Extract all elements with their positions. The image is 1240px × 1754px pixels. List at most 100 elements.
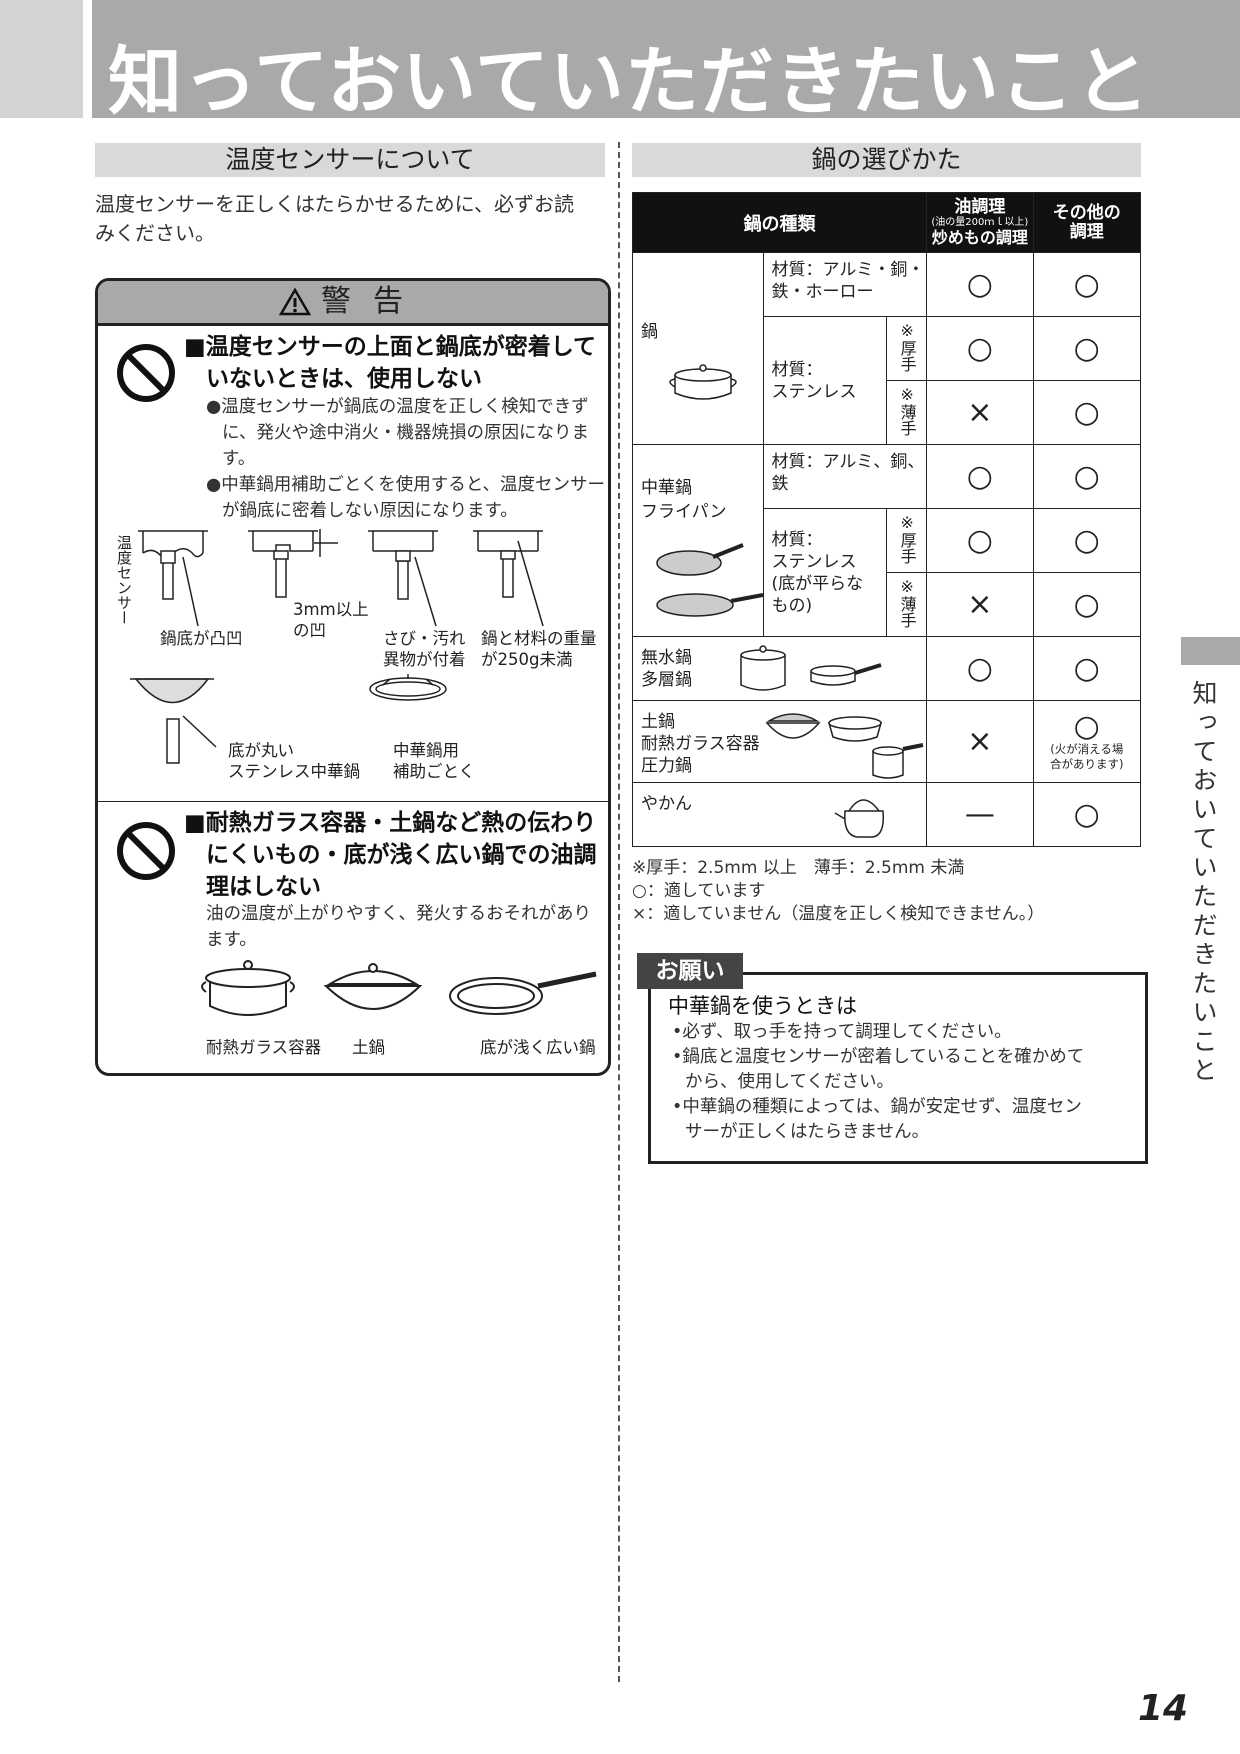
mark-ng: × [926, 572, 1034, 637]
thick-label: ※厚手 [897, 513, 917, 564]
mark-ok: ○ [1032, 316, 1142, 381]
warning-box: 警告 ■温度センサーの上面と鍋底が密着して いないときは、使用しない ●温度セン… [95, 278, 611, 1076]
mark-ng: × [926, 380, 1034, 445]
mark-ok: ○ [1032, 252, 1142, 317]
warning-header: 警告 [98, 281, 608, 326]
mark-ok: ○ [926, 636, 1034, 701]
prohibition-icon [117, 822, 175, 880]
group-pot: 鍋 [632, 252, 764, 445]
wok-material-2-l3: (底が平らな [771, 574, 864, 594]
group-pot-label: 鍋 [641, 322, 658, 342]
col-header-oil: 油調理 (油の量200ｍｌ以上) 炒めもの調理 [926, 192, 1034, 253]
mark-ok: ○ [1032, 782, 1142, 847]
group-donabe-l3: 圧力鍋 [641, 756, 692, 776]
mark-ng: × [926, 700, 1034, 783]
request-bullet-2-2: から、使用してください。 [685, 1072, 894, 1092]
mark-ok: ○ [1073, 708, 1100, 744]
donabe-pressure-pot-icon [765, 713, 924, 779]
group-waterless-l2: 多層鍋 [641, 670, 692, 690]
diagram5-caption-2: ステンレス中華鍋 [228, 762, 360, 781]
warning1-bullet1-2: に、発火や途中消火・機器焼損の原因になりま [222, 423, 589, 443]
note-ok: ○：適しています [632, 881, 766, 901]
request-bullet-2-1: •鍋底と温度センサーが密着していることを確かめて [672, 1047, 1085, 1067]
group-donabe: 土鍋 耐熱ガラス容器 圧力鍋 [631, 700, 928, 783]
unsuitable-pots-illustration [201, 960, 597, 1016]
warning1-bullet1-1: ●温度センサーが鍋底の温度を正しく検知できず [206, 397, 589, 417]
request-bullet-1: •必ず、取っ手を持って調理してください。 [672, 1022, 1012, 1042]
kettle-icon [834, 799, 885, 838]
col-oil-2: (油の量200ｍｌ以上) [931, 217, 1029, 228]
pot-material-2-l1: 材質： [771, 359, 823, 380]
diagram3-caption-1: さび・汚れ [383, 629, 466, 648]
mark-ok: ○ [926, 508, 1034, 573]
request-tab: お願い [637, 953, 743, 989]
pot-icon [669, 364, 737, 400]
warning2-desc-2: ます。 [206, 930, 257, 950]
warning1-bullet2-1: ●中華鍋用補助ごとくを使用すると、温度センサー [206, 475, 606, 495]
side-index-tab [1181, 637, 1240, 665]
mark-ok: ○ [1032, 572, 1142, 637]
warning1-title-1: ■温度センサーの上面と鍋底が密着して [184, 334, 597, 360]
col-header-type: 鍋の種類 [631, 192, 928, 253]
pot-material-1-l2: 鉄・ホーロー [771, 282, 874, 302]
col-header-other: その他の 調理 [1032, 192, 1142, 253]
group-donabe-l1: 土鍋 [641, 712, 675, 732]
group-kettle: やかん [631, 782, 928, 847]
column-divider [618, 142, 620, 1682]
diagram4-caption-1: 鍋と材料の重量 [481, 629, 597, 648]
group-wok-l1: 中華鍋 [641, 478, 692, 498]
pot-material-1: 材質：アルミ・銅・ 鉄・ホーロー [762, 252, 928, 317]
multilayer-pot-icon [740, 645, 882, 691]
page-title: 知っておいていただきたいこと [108, 39, 1150, 125]
diagram1-caption: 鍋底が凸凹 [160, 629, 243, 648]
wok-material-2-l1: 材質： [771, 530, 823, 550]
thin-label: ※薄手 [897, 577, 917, 628]
pot-material-2: 材質： ステンレス [762, 316, 887, 445]
mark-na: — [926, 782, 1034, 847]
group-wok-l2: フライパン [641, 502, 727, 522]
header-bar [92, 0, 1240, 118]
donabe-other-cell: ○ (火が消える場 合があります) [1032, 700, 1142, 783]
warning1-title-2: いないときは、使用しない [206, 366, 482, 392]
group-waterless: 無水鍋 多層鍋 [631, 636, 928, 701]
wok-material-1-l1: 材質：アルミ、銅、 [771, 452, 925, 472]
mark-ok: ○ [926, 316, 1034, 381]
table-notes: ※厚手：2.5mm 以上 薄手：2.5mm 未満 ○：適しています ×：適してい… [632, 857, 1044, 926]
col-other-1: その他の [1052, 202, 1121, 223]
wok-material-1-l2: 鉄 [771, 474, 789, 494]
page-number: 14 [1138, 1688, 1189, 1729]
mark-ok: ○ [926, 252, 1034, 317]
pot-caption-glass: 耐熱ガラス容器 [206, 1038, 322, 1057]
warning-triangle-icon [278, 287, 312, 316]
group-wok: 中華鍋 フライパン [632, 444, 764, 637]
warning1-bullet1-3: す。 [222, 449, 256, 469]
wok-material-2-l4: もの) [771, 596, 813, 616]
wok-material-2: 材質： ステンレス (底が平らな もの) [762, 508, 887, 637]
mark-ok: ○ [926, 444, 1034, 509]
side-section-title: 知っておいていただきたいこと [1189, 680, 1218, 1086]
group-waterless-l1: 無水鍋 [641, 648, 692, 668]
pan-selection-table: 鍋の種類 油調理 (油の量200ｍｌ以上) 炒めもの調理 その他の 調理 鍋 材… [631, 192, 1142, 847]
header-left-block [0, 0, 83, 118]
diagram2-caption-2: の凹 [293, 621, 326, 640]
col-other-2: 調理 [1069, 221, 1104, 242]
donabe-note-2: 合があります) [1050, 756, 1124, 771]
sensor-heading: 温度センサーについて [95, 143, 605, 177]
mark-ok: ○ [1032, 636, 1142, 701]
diagram3-caption-2: 異物が付着 [383, 650, 466, 669]
diagram-sensor-label: 温度センサー [115, 535, 133, 625]
request-body: •必ず、取っ手を持って調理してください。 •鍋底と温度センサーが密着していること… [672, 1020, 1084, 1145]
wok-material-1: 材質：アルミ、銅、 鉄 [762, 444, 928, 509]
note-ng: ×：適していません（温度を正しく検知できません。） [632, 904, 1045, 924]
diagram5-caption-1: 底が丸い [228, 741, 294, 760]
donabe-note-1: (火が消える場 [1050, 741, 1124, 756]
warning1-bullet2-2: が鍋底に密着しない原因になります。 [222, 501, 518, 521]
col-oil-1: 油調理 [954, 197, 1006, 217]
thick-label: ※厚手 [897, 321, 917, 372]
wok-material-2-l2: ステンレス [771, 552, 857, 572]
diagram6-caption-1: 中華鍋用 [393, 741, 459, 760]
mark-ok: ○ [1032, 444, 1142, 509]
sensor-intro-2: みください。 [95, 221, 215, 245]
sensor-intro-1: 温度センサーを正しくはたらかせるために、必ずお読 [95, 192, 574, 216]
wok-frypan-icon [656, 543, 764, 617]
